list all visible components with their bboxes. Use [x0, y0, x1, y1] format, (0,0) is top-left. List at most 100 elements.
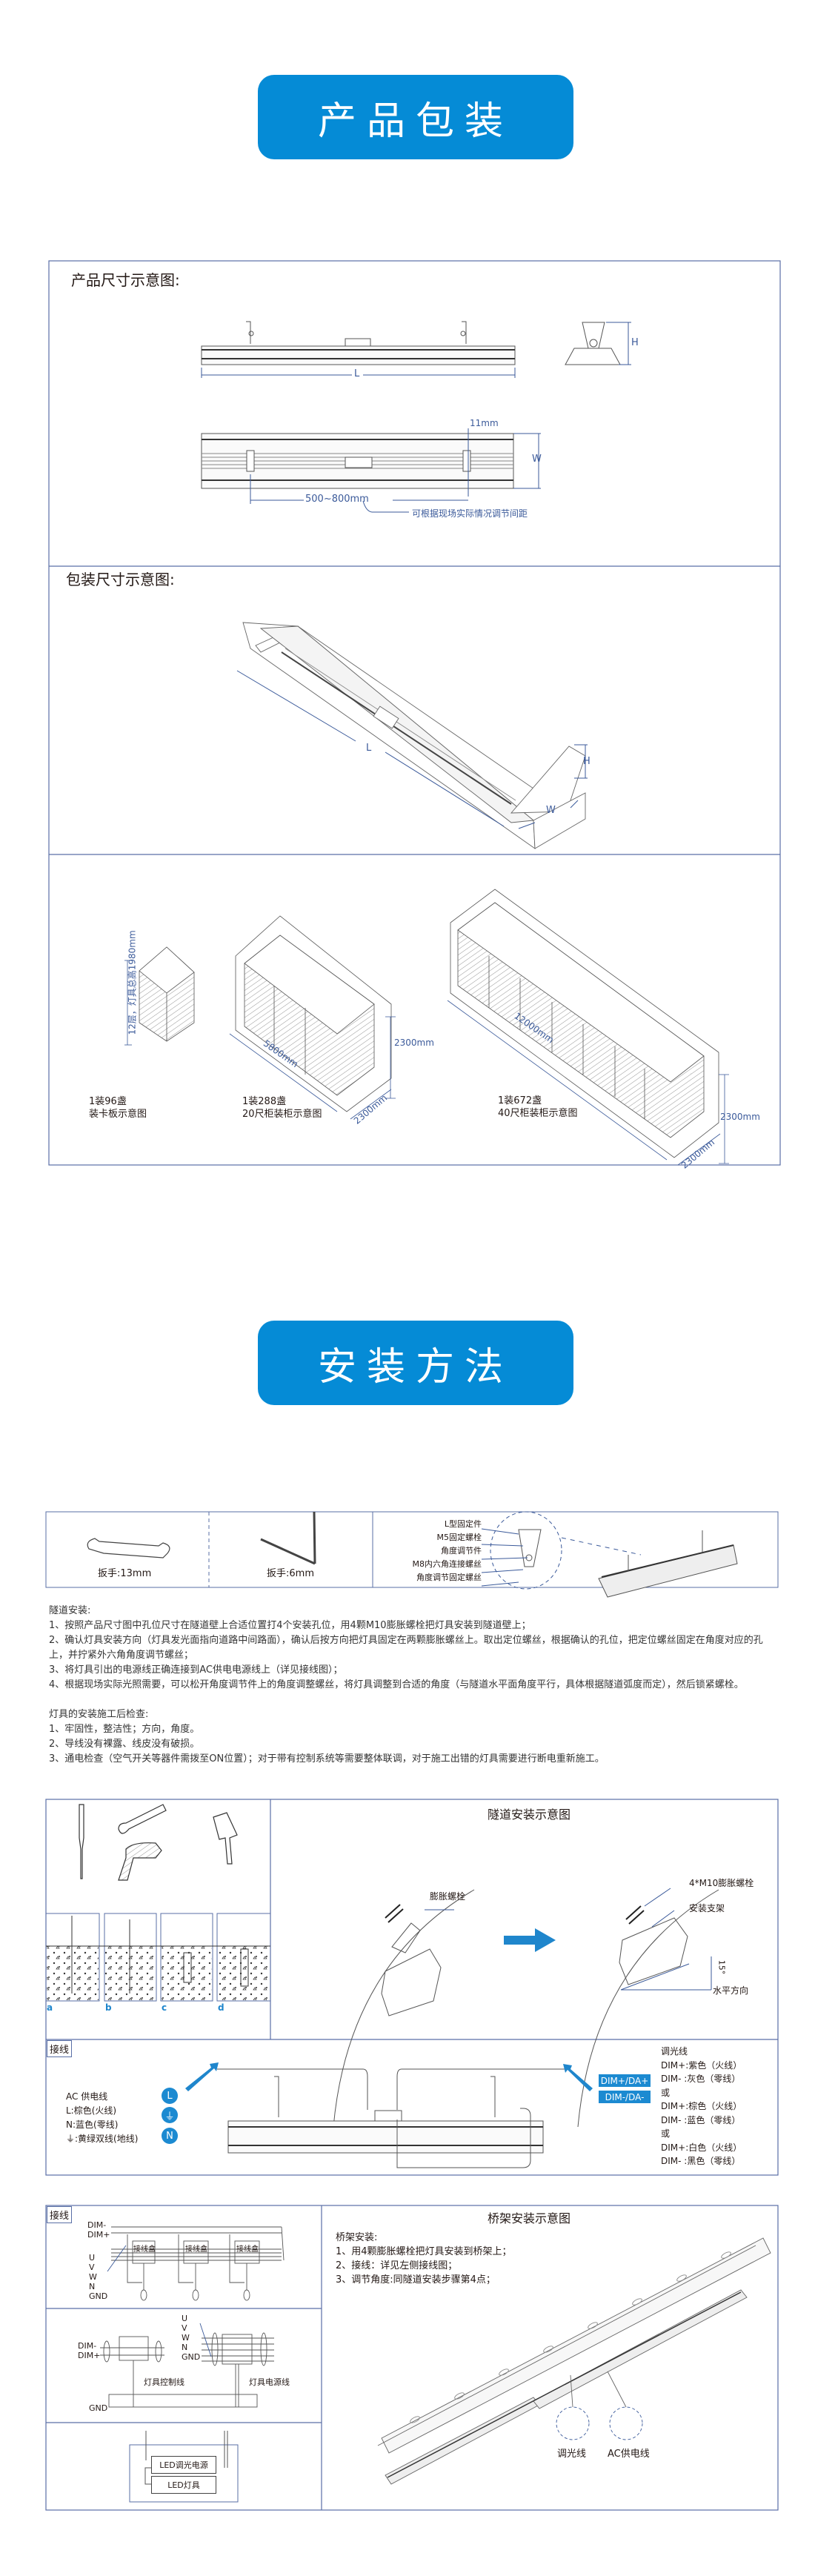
part-label: M8内六角连接螺丝 — [412, 1559, 482, 1569]
c20-height: 2300mm — [394, 1038, 434, 1048]
container-40ft-drawing — [447, 889, 729, 1166]
height-label: H — [631, 337, 639, 348]
package-box-drawing — [242, 622, 586, 849]
power-phase-labels: U V W N GND — [182, 2314, 200, 2362]
hex-key-6mm-label: 扳手:6mm — [267, 1568, 314, 1579]
ac-line: ⏚:黄绿双线(地线) — [66, 2134, 139, 2144]
bridge-instructions: 桥架安装: 1、用4颗膨胀螺栓把灯具安装到桥架上； 2、接线：详见左侧接线图； … — [336, 2231, 512, 2287]
check-step: 2、导线没有裸露、线皮没有破损。 — [49, 1739, 200, 1750]
dim-positive-badge: DIM+/DA+ — [599, 2074, 651, 2087]
section-banner-install: 安装方法 — [258, 1321, 573, 1405]
ac-supply-legend: AC 供电线 L:棕色(火线) N:蓝色(零线) ⏚:黄绿双线(地线) — [66, 2090, 138, 2146]
part-label: 角度调节件 — [441, 1546, 482, 1556]
led-driver-box: LED调光电源 — [151, 2456, 216, 2474]
tunnel-install-instructions: 隧道安装: 1、按照产品尺寸图中孔位尺寸在隧道壁上合适位置打4个安装孔位，用4颗… — [49, 1604, 771, 1767]
package-length-label: L — [366, 743, 372, 754]
dim-line: DIM+:白色（火线） — [661, 2142, 742, 2153]
arrow-icon — [563, 2064, 593, 2091]
pallet-drawing — [124, 946, 195, 1046]
hand-tools-icons — [79, 1804, 238, 1881]
step-label-b: b — [105, 2002, 112, 2013]
phase-labels: U V W N GND — [89, 2253, 107, 2301]
dim-line: 调光线 — [661, 2046, 688, 2057]
c20-qty: 1装288盏 — [242, 1096, 287, 1107]
dim-line: 或 — [661, 2087, 671, 2098]
wrench-icon — [87, 1538, 170, 1558]
gnd-label: GND — [89, 2403, 108, 2413]
wiring-lamp-drawing — [217, 2068, 565, 2168]
bridge-diagram-title: 桥架安装示意图 — [488, 2211, 571, 2225]
phase-label: W — [182, 2333, 190, 2343]
step-label-c: c — [162, 2002, 167, 2013]
container-20ft-drawing — [229, 915, 396, 1120]
part-label: 角度调节固定螺丝 — [416, 1573, 482, 1582]
step-label-a: a — [47, 2002, 53, 2013]
package-height-label: H — [583, 756, 591, 767]
junction-box-label: 接线盒 — [185, 2245, 207, 2254]
arrow-icon — [185, 2062, 219, 2091]
m10-bolt-label: 4*M10膨胀螺栓 — [689, 1878, 754, 1888]
anchor-steps — [45, 1913, 271, 2002]
dim-plus-label: DIM+ — [78, 2351, 101, 2360]
package-dimensions — [236, 670, 588, 829]
dimension-L — [201, 368, 516, 378]
dim-minus-label: DIM- — [78, 2341, 97, 2351]
dim-bus-labels: DIM- DIM+ — [87, 2220, 110, 2240]
phase-label: W — [89, 2272, 97, 2282]
control-dim-labels: DIM- DIM+ — [78, 2341, 100, 2360]
c40-qty: 1装672盏 — [498, 1095, 542, 1106]
phase-label: V — [89, 2263, 95, 2272]
dim-plus-label: DIM+ — [87, 2230, 110, 2240]
instructions-heading: 隧道安装: — [49, 1605, 91, 1616]
length-label: L — [354, 368, 360, 379]
bracket-detail — [481, 1511, 738, 1598]
dim-minus-label: DIM- — [87, 2220, 107, 2230]
part-label: M5固定螺栓 — [436, 1533, 482, 1542]
dim-negative-badge: DIM-/DA- — [599, 2091, 651, 2103]
dim-line: 或 — [661, 2128, 671, 2139]
control-line-label: 灯具控制线 — [144, 2377, 184, 2387]
c20-caption: 20尺柜装柜示意图 — [242, 1109, 322, 1120]
tools-table — [45, 1511, 779, 1588]
wrench-13mm-label: 扳手:13mm — [98, 1568, 152, 1579]
pallet-qty: 1装96盏 — [89, 1096, 127, 1107]
check-step: 3、通电检查（空气开关等器件需拨至ON位置）；对于带有控制系统等需要整体联调，对… — [49, 1753, 605, 1765]
arrow-icon — [504, 1928, 556, 1952]
product-dims-title: 产品尺寸示意图: — [71, 271, 180, 289]
c40-caption: 40尺柜装柜示意图 — [498, 1108, 578, 1119]
phase-label: U — [182, 2314, 188, 2323]
check-step: 1、牢固性，整洁性；方向，角度。 — [49, 1724, 200, 1735]
phase-label: N — [182, 2343, 188, 2352]
ac-line: N:蓝色(零线) — [66, 2119, 119, 2130]
dim-line: DIM- :蓝色（零线） — [661, 2114, 741, 2125]
schematic-tag: 接线 — [47, 2206, 73, 2223]
packaging-frame — [48, 260, 781, 1166]
banner-title: 产品包装 — [317, 99, 513, 144]
phase-label: N — [89, 2282, 96, 2291]
bridge-step: 2、接线：详见左侧接线图； — [336, 2260, 458, 2271]
dim-line: DIM+:紫色（火线） — [661, 2059, 742, 2071]
step-label-d: d — [218, 2002, 224, 2013]
driver-schematic — [129, 2431, 239, 2503]
bridge-heading: 桥架安装: — [336, 2232, 378, 2243]
phase-label: U — [89, 2253, 96, 2263]
lamp-end-view — [565, 322, 631, 365]
phase-label: V — [182, 2323, 187, 2333]
dim-line: DIM+:棕色（火线） — [661, 2101, 742, 2111]
gap-dimension: 11mm — [470, 418, 499, 428]
neutral-badge: N — [162, 2128, 178, 2144]
pallet-height-note: 12层，灯具总高1980mm — [127, 930, 138, 1035]
expansion-bolt-label: 膨胀螺栓 — [430, 1891, 466, 1902]
live-badge: L — [162, 2088, 178, 2104]
bridge-frame — [45, 2205, 779, 2511]
instruction-step: 2、确认灯具安装方向（灯具发光面指向道路中间路面），确认后按方向把灯具固定在两颗… — [49, 1635, 763, 1661]
ac-line: L:棕色(火线) — [66, 2105, 117, 2116]
ground-badge: ⏚ — [162, 2107, 178, 2123]
lamp-top-view — [201, 428, 541, 513]
lamp-side-view — [201, 321, 516, 365]
angle-label: 15° — [716, 1959, 727, 1975]
junction-schematic — [107, 2226, 285, 2301]
cable-tray-drawing — [377, 2237, 771, 2485]
pallet-caption: 装卡板示意图 — [89, 1109, 147, 1120]
